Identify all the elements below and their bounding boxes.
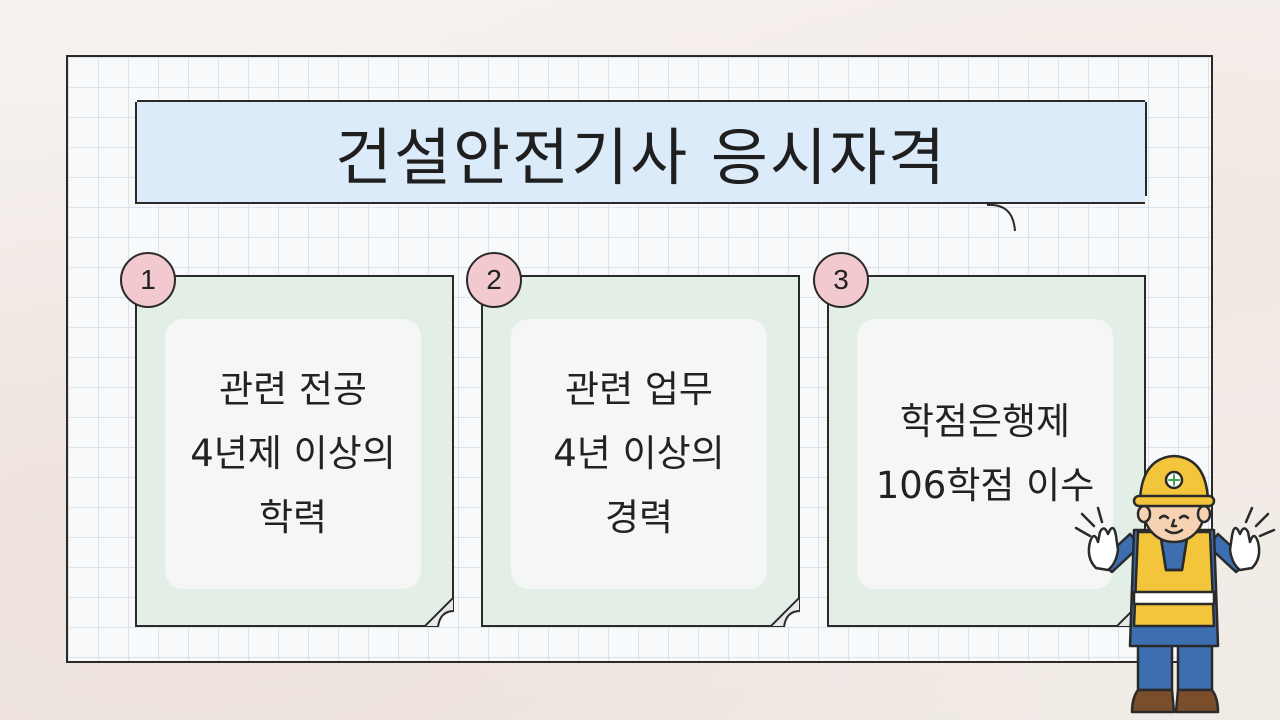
card-2-line-1: 관련 업무 — [565, 368, 713, 411]
card-2-line-3: 경력 — [604, 496, 674, 539]
card-1-line-1: 관련 전공 — [219, 368, 367, 411]
title-banner-right-edge — [1145, 102, 1147, 196]
card-3-line-2: 106학점 이수 — [875, 464, 1095, 507]
title-banner: 건설안전기사 응시자격 — [135, 100, 1147, 204]
qualification-card-2: 관련 업무 4년 이상의 경력 — [481, 275, 800, 627]
qualification-card-1: 관련 전공 4년제 이상의 학력 — [135, 275, 454, 627]
qualification-card-1-body: 관련 전공 4년제 이상의 학력 — [165, 319, 421, 589]
qualification-card-2-body: 관련 업무 4년 이상의 경력 — [511, 319, 767, 589]
speech-tail-icon — [986, 203, 1016, 232]
step-badge-1: 1 — [120, 252, 176, 308]
step-badge-2: 2 — [466, 252, 522, 308]
construction-worker-icon — [1074, 454, 1276, 714]
card-2-line-2: 4년 이상의 — [553, 432, 725, 475]
title-banner-top-edge — [137, 100, 1145, 102]
page-title: 건설안전기사 응시자격 — [334, 121, 948, 194]
qualification-card-3: 학점은행제 106학점 이수 — [827, 275, 1146, 627]
card-1-line-3: 학력 — [258, 496, 328, 539]
card-3-line-1: 학점은행제 — [899, 400, 1071, 443]
card-1-line-2: 4년제 이상의 — [190, 432, 396, 475]
page-fold-icon — [424, 597, 454, 627]
step-badge-3: 3 — [813, 252, 869, 308]
page-fold-icon — [770, 597, 800, 627]
qualification-card-3-body: 학점은행제 106학점 이수 — [857, 319, 1113, 589]
